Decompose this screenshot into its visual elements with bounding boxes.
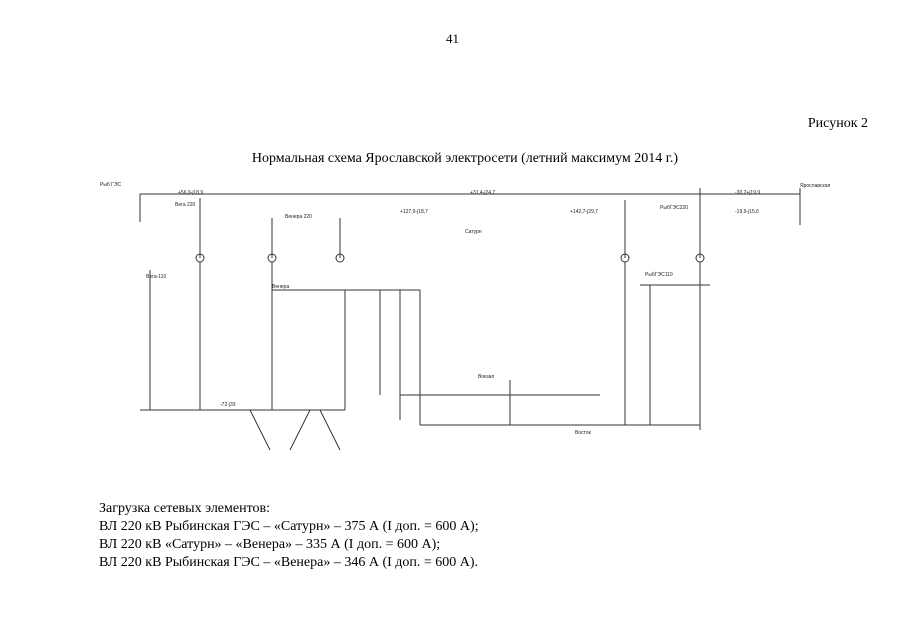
loading-line: ВЛ 220 кВ Рыбинская ГЭС – «Венера» – 346… (99, 555, 479, 570)
svg-text:РыбГЭС220: РыбГЭС220 (660, 205, 688, 211)
svg-text:Вега-110: Вега-110 (146, 274, 166, 280)
network-scheme-diagram: Рыб ГЭС Вега 220 Венера 220 Сатурн РыбГЭ… (100, 182, 831, 451)
svg-text:Ярославская: Ярославская (800, 183, 831, 189)
svg-text:-19,9-j15,6: -19,9-j15,6 (735, 209, 759, 215)
svg-text:Восток: Восток (575, 430, 592, 436)
svg-text:Вокзал: Вокзал (478, 374, 494, 380)
svg-text:+142,7-j29,7: +142,7-j29,7 (570, 209, 598, 215)
svg-text:Рыб ГЭС: Рыб ГЭС (100, 182, 121, 188)
figure-label: Рисунок 2 (807, 116, 868, 131)
figure-title: Нормальная схема Ярославской электросети… (251, 151, 679, 166)
svg-text:Венера 220: Венера 220 (285, 214, 312, 220)
loading-line: ВЛ 220 кВ Рыбинская ГЭС – «Сатурн» – 375… (99, 519, 479, 534)
loading-heading: Загрузка сетевых элементов: (99, 501, 271, 516)
svg-text:-72-j33: -72-j33 (220, 402, 236, 408)
svg-text:+56,9-j18,9: +56,9-j18,9 (178, 190, 203, 196)
svg-text:+127,9-j18,7: +127,9-j18,7 (400, 209, 428, 215)
page-number: 41 (446, 31, 459, 46)
svg-text:РыбГЭС110: РыбГЭС110 (645, 272, 673, 278)
network-loading-section: Загрузка сетевых элементов: ВЛ 220 кВ Ры… (99, 500, 479, 572)
svg-text:Сатурн: Сатурн (465, 229, 482, 235)
loading-line: ВЛ 220 кВ «Сатурн» – «Венера» – 335 А (I… (99, 537, 441, 552)
svg-text:Венера: Венера (272, 284, 289, 290)
svg-text:-30,2+j19,9: -30,2+j19,9 (735, 190, 760, 196)
svg-text:+31,4-j24,7: +31,4-j24,7 (470, 190, 495, 196)
svg-text:Вега 220: Вега 220 (175, 202, 196, 208)
